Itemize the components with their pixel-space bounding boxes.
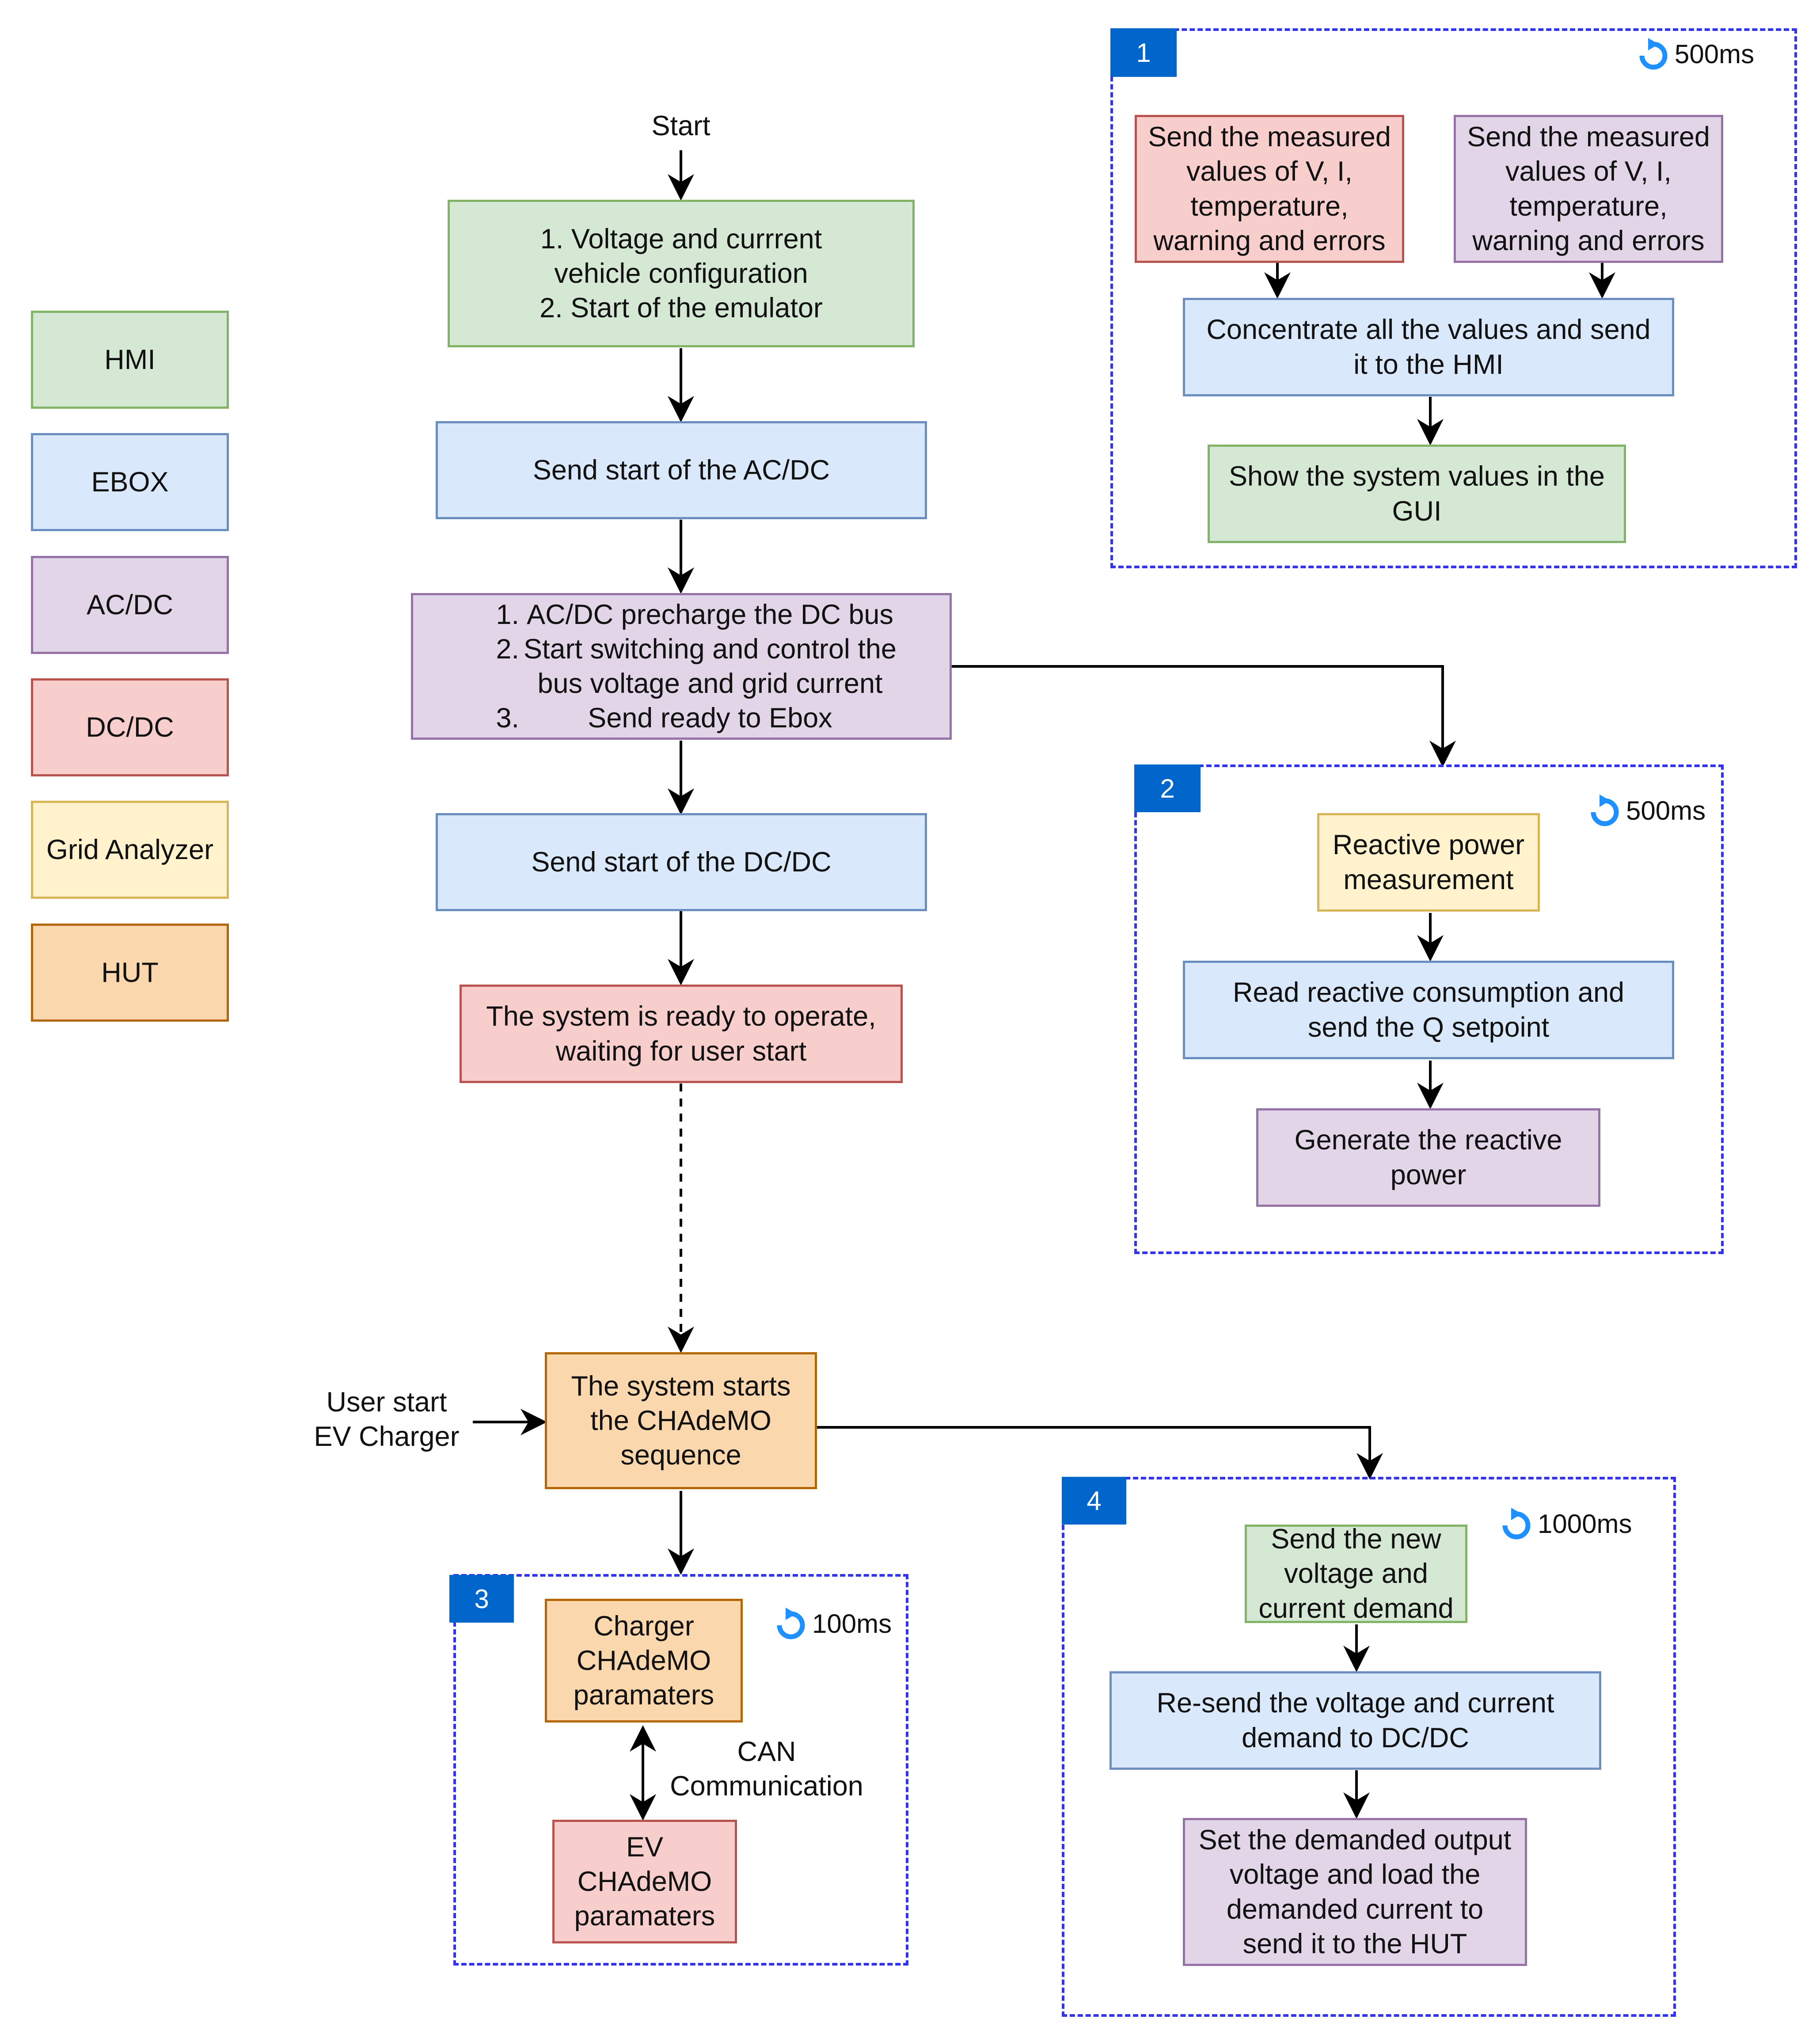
- refresh-icon: [1591, 795, 1619, 826]
- legend-hut: HUT: [31, 924, 229, 1022]
- refresh-icon: [1502, 1508, 1531, 1540]
- group-3-badge: 3: [449, 1575, 514, 1623]
- group-1-container: [1110, 28, 1797, 568]
- legend-acdc: AC/DC: [31, 556, 229, 654]
- g4-resend-demand-node: Re-send the voltage and current demand t…: [1109, 1671, 1601, 1770]
- arrow-chademo-to-group4: [817, 1426, 1383, 1479]
- group-3-timer: 100ms: [772, 1607, 892, 1640]
- g2-generate-reactive-node: Generate the reactive power: [1256, 1108, 1600, 1207]
- g1-acdc-send-node: Send the measured values of V, I, temper…: [1454, 115, 1723, 263]
- group-1-timer: 500ms: [1635, 37, 1754, 71]
- arrow-acdc-steps-to-group2: [952, 665, 1456, 767]
- g1-show-gui-node: Show the system values in the GUI: [1208, 445, 1626, 543]
- refresh-icon: [777, 1608, 805, 1639]
- group-4-badge: 4: [1062, 1477, 1126, 1525]
- start-label: Start: [651, 110, 711, 141]
- g1-concentrate-node: Concentrate all the values and send it t…: [1183, 298, 1674, 396]
- group-4-timer: 1000ms: [1498, 1507, 1632, 1540]
- g1-dcdc-send-node: Send the measured values of V, I, temper…: [1135, 115, 1404, 263]
- group-2-container: [1134, 764, 1724, 1254]
- group-2-timer: 500ms: [1586, 794, 1706, 827]
- chademo-sequence-node: The system starts the CHAdeMO sequence: [545, 1352, 817, 1489]
- acdc-steps-list: 1. AC/DC precharge the DC bus 2. Start s…: [496, 599, 897, 734]
- g3-charger-params-node: Charger CHAdeMO paramaters: [545, 1599, 743, 1723]
- refresh-icon: [1639, 38, 1668, 70]
- g4-set-demand-node: Set the demanded output voltage and load…: [1183, 1818, 1527, 1966]
- legend-hmi: HMI: [31, 311, 229, 409]
- legend-ebox: EBOX: [31, 433, 229, 531]
- config-node: 1. Voltage and currrent vehicle configur…: [448, 200, 915, 347]
- g3-can-label: CAN Communication: [670, 1736, 863, 1802]
- group-2-badge: 2: [1134, 764, 1201, 812]
- group-4-container: [1062, 1477, 1676, 2017]
- group-1-badge: 1: [1110, 28, 1177, 77]
- legend-dcdc: DC/DC: [31, 678, 229, 776]
- acdc-steps-node: 1. AC/DC precharge the DC bus 2. Start s…: [411, 593, 952, 740]
- g4-send-new-demand-node: Send the new voltage and current demand: [1245, 1524, 1467, 1624]
- group-3-container: [453, 1574, 908, 1966]
- send-start-acdc-node: Send start of the AC/DC: [436, 421, 927, 519]
- send-start-dcdc-node: Send start of the DC/DC: [436, 813, 927, 911]
- g2-reactive-measure-node: Reactive power measurement: [1317, 813, 1540, 912]
- user-start-label: User start EV Charger: [314, 1387, 460, 1453]
- legend-grid-analyzer: Grid Analyzer: [31, 801, 229, 899]
- g3-ev-params-node: EV CHAdeMO paramaters: [552, 1820, 737, 1943]
- g2-read-reactive-node: Read reactive consumption and send the Q…: [1183, 961, 1674, 1059]
- system-ready-node: The system is ready to operate, waiting …: [460, 985, 903, 1083]
